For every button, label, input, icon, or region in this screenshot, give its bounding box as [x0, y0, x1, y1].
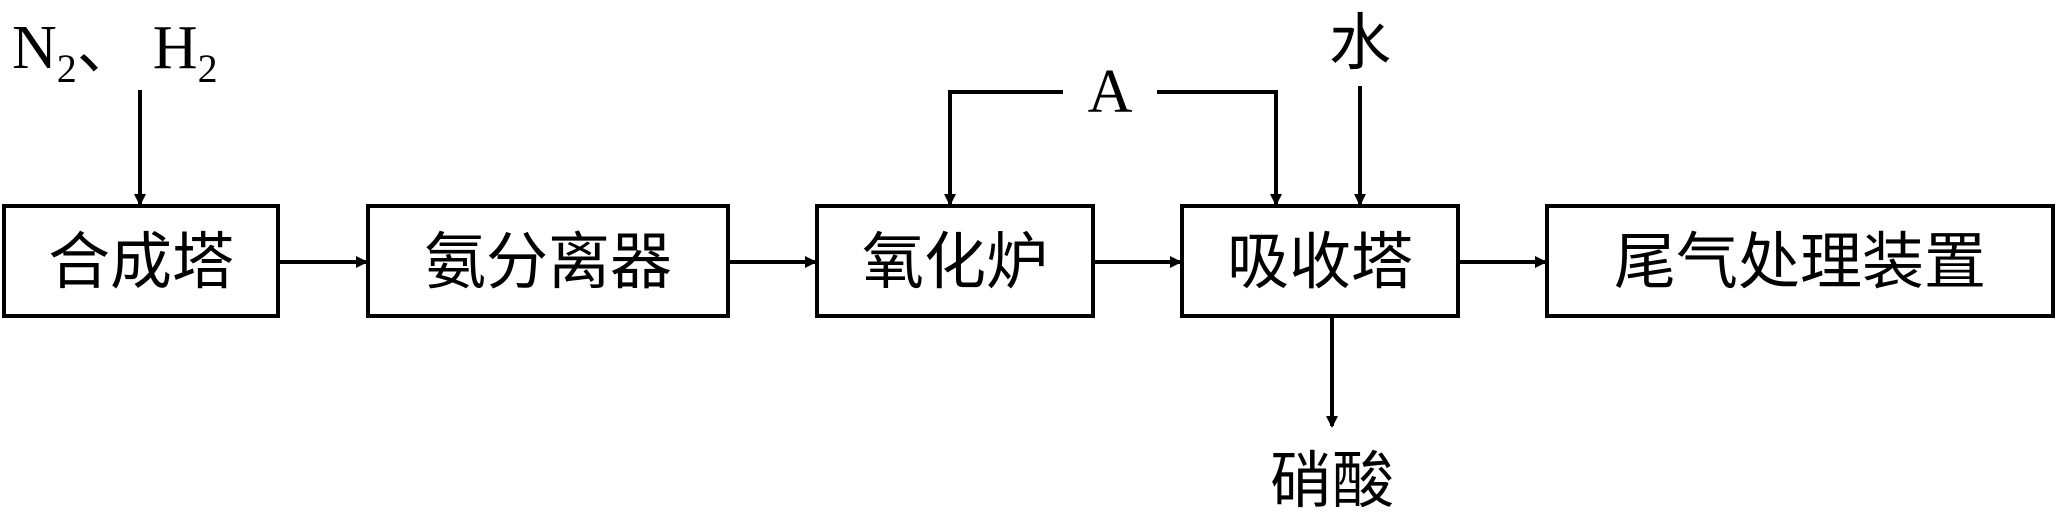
ammonia-separator-box: 氨分离器	[366, 204, 730, 318]
absorption-tower-label: 吸收塔	[1227, 225, 1413, 298]
feed-gas-label: N2、H2	[12, 14, 218, 91]
ammonia-separator-label: 氨分离器	[424, 225, 672, 298]
oxidation-furnace-box: 氧化炉	[815, 204, 1095, 318]
tail-gas-unit-box: 尾气处理装置	[1545, 204, 2055, 318]
tail-gas-unit-label: 尾气处理装置	[1614, 225, 1986, 298]
absorption-tower-box: 吸收塔	[1180, 204, 1460, 318]
stream-a-to-absorber-arrow	[1157, 90, 1282, 206]
synthesis-tower-box: 合成塔	[2, 204, 280, 318]
water-label: 水	[1329, 10, 1391, 78]
synthesis-tower-label: 合成塔	[48, 225, 234, 298]
stream-a-label: A	[1088, 58, 1133, 126]
product-label: 硝酸	[1270, 448, 1394, 512]
oxidation-furnace-label: 氧化炉	[862, 225, 1048, 298]
stream-a-to-furnace-arrow	[944, 90, 1063, 206]
